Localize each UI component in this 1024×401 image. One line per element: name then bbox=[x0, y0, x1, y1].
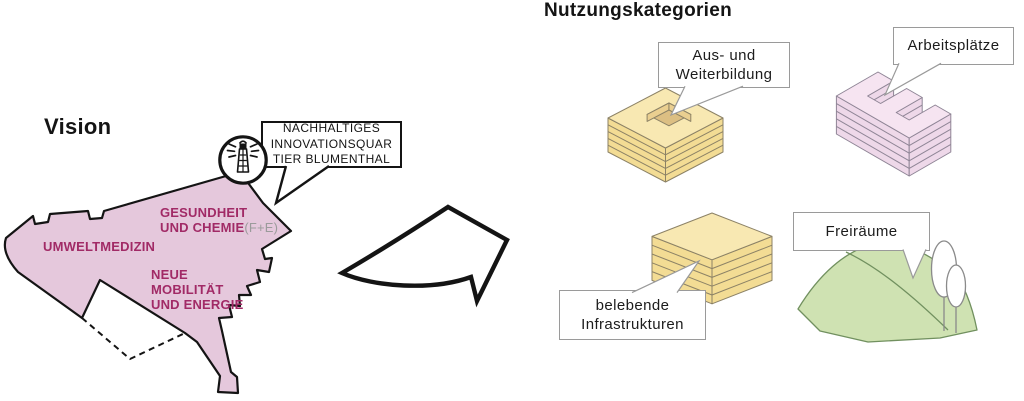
category-label-arbeitsplaetze: Arbeitsplätze bbox=[893, 27, 1014, 65]
courtyard-building-illustration bbox=[607, 87, 724, 183]
zone-suffix-fe: (F+E) bbox=[244, 219, 279, 235]
vision-title: Vision bbox=[44, 114, 112, 139]
zone-label-gesundheit-chemie: GESUNDHEIT UND CHEMIE(F+E) bbox=[160, 205, 279, 235]
nutzungskategorien-title: Nutzungskategorien bbox=[544, 0, 733, 21]
callout-innovationsquartier: NACHHALTIGES INNOVATIONSQUAR TIER BLUMEN… bbox=[261, 121, 402, 168]
hill-path-line bbox=[845, 251, 949, 331]
transition-arrow bbox=[337, 204, 510, 308]
category-label-belebende-infrastrukturen: belebende Infrastrukturen bbox=[559, 290, 706, 340]
zone-label-mobilitaet-energie: NEUE MOBILITÄT UND ENERGIE bbox=[151, 267, 244, 312]
tree-icon bbox=[945, 264, 967, 308]
vision-map bbox=[3, 170, 293, 395]
zone-label-umweltmedizin: UMWELTMEDIZIN bbox=[43, 239, 156, 254]
annex-dashed-outline bbox=[81, 317, 186, 361]
vision-map-shape bbox=[3, 170, 293, 395]
green-hill-illustration bbox=[797, 240, 978, 343]
category-label-freiraeume: Freiräume bbox=[793, 212, 930, 251]
category-label-aus-und-weiterbildung: Aus- und Weiterbildung bbox=[658, 42, 790, 88]
e-shaped-building-illustration bbox=[835, 71, 952, 177]
